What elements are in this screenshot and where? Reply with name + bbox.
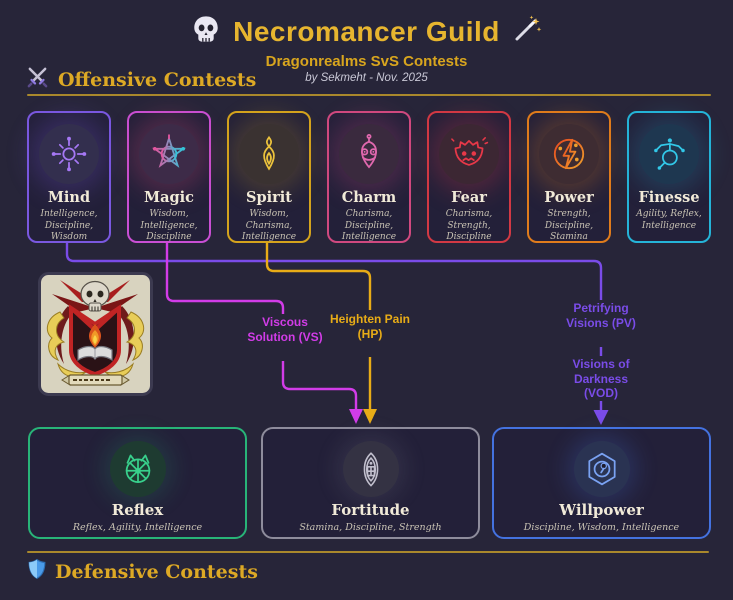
card-fear: Fear Charisma, Strength, Discipline <box>427 111 511 243</box>
card-power-attributes: Strength, Discipline, Stamina <box>544 209 594 243</box>
card-willpower-title: Willpower <box>559 501 644 519</box>
card-fortitude-attributes: Stamina, Discipline, Strength <box>299 522 442 533</box>
charm-face-icon <box>339 124 399 184</box>
connection-label-petrifying-visions: Petrifying Visions (PV) <box>566 301 636 330</box>
willpower-gem-icon <box>573 441 630 497</box>
card-charm-title: Charm <box>341 189 397 206</box>
connection-label-heighten-pain: Heighten Pain (HP) <box>330 312 411 341</box>
card-fear-attributes: Charisma, Strength, Discipline <box>445 209 493 243</box>
defensive-section-header: Defensive Contests <box>28 558 258 585</box>
mind-neuron-icon <box>39 124 99 184</box>
page-subtitle: Dragonrealms SvS Contests <box>265 53 468 70</box>
card-spirit: Spirit Wisdom, Charisma, Intelligence <box>227 111 311 243</box>
card-willpower-attributes: Discipline, Wisdom, Intelligence <box>523 522 680 533</box>
card-reflex-title: Reflex <box>111 501 164 519</box>
spirit-flame-icon <box>239 124 299 184</box>
defensive-divider-line <box>27 551 709 553</box>
card-charm: Charm Charisma, Discipline, Intelligence <box>327 111 411 243</box>
fear-face-icon <box>439 124 499 184</box>
connection-label-visions-of-darkness: Visions of Darkness (VOD) <box>572 357 630 401</box>
defensive-section-label: Defensive Contests <box>55 560 258 583</box>
shield-icon <box>28 558 46 585</box>
offensive-section-header: Offensive Contests <box>26 66 256 94</box>
finesse-acrobat-icon <box>639 124 699 184</box>
card-finesse: Finesse Agility, Reflex, Intelligence <box>627 111 711 243</box>
page-byline: by Sekmeht - Nov. 2025 <box>305 72 428 84</box>
card-mind: Mind Intelligence, Discipline, Wisdom <box>27 111 111 243</box>
power-bolt-icon <box>539 124 599 184</box>
card-magic-attributes: Wisdom, Intelligence, Discipline <box>140 209 198 243</box>
card-reflex: Reflex Reflex, Agility, Intelligence <box>28 427 247 539</box>
offensive-divider-line <box>27 94 711 96</box>
page-title: Necromancer Guild <box>233 15 500 47</box>
card-spirit-title: Spirit <box>246 189 292 206</box>
card-reflex-attributes: Reflex, Agility, Intelligence <box>72 522 203 533</box>
card-willpower: Willpower Discipline, Wisdom, Intelligen… <box>492 427 711 539</box>
fortitude-shield-icon <box>342 441 399 497</box>
necromancer-guild-crest <box>38 272 153 401</box>
card-mind-title: Mind <box>47 189 91 206</box>
magic-wand-icon <box>512 14 542 49</box>
skull-icon <box>191 14 221 49</box>
card-fear-title: Fear <box>451 189 487 206</box>
reflex-wheel-icon <box>109 441 166 497</box>
crossed-swords-icon <box>26 66 49 94</box>
card-finesse-attributes: Agility, Reflex, Intelligence <box>636 209 702 231</box>
card-fortitude: Fortitude Stamina, Discipline, Strength <box>261 427 480 539</box>
card-finesse-title: Finesse <box>638 189 700 206</box>
card-magic-title: Magic <box>144 189 194 206</box>
card-charm-attributes: Charisma, Discipline, Intelligence <box>341 209 397 243</box>
magic-pentagram-icon <box>139 124 199 184</box>
card-mind-attributes: Intelligence, Discipline, Wisdom <box>40 209 98 243</box>
connection-label-viscous-solution: Viscous Solution (VS) <box>247 315 323 344</box>
card-spirit-attributes: Wisdom, Charisma, Intelligence <box>241 209 297 243</box>
card-magic: Magic Wisdom, Intelligence, Discipline <box>127 111 211 243</box>
card-fortitude-title: Fortitude <box>331 501 410 519</box>
page-header: Necromancer Guild <box>0 14 733 49</box>
card-power: Power Strength, Discipline, Stamina <box>527 111 611 243</box>
offensive-section-label: Offensive Contests <box>58 69 257 91</box>
card-power-title: Power <box>544 189 594 206</box>
